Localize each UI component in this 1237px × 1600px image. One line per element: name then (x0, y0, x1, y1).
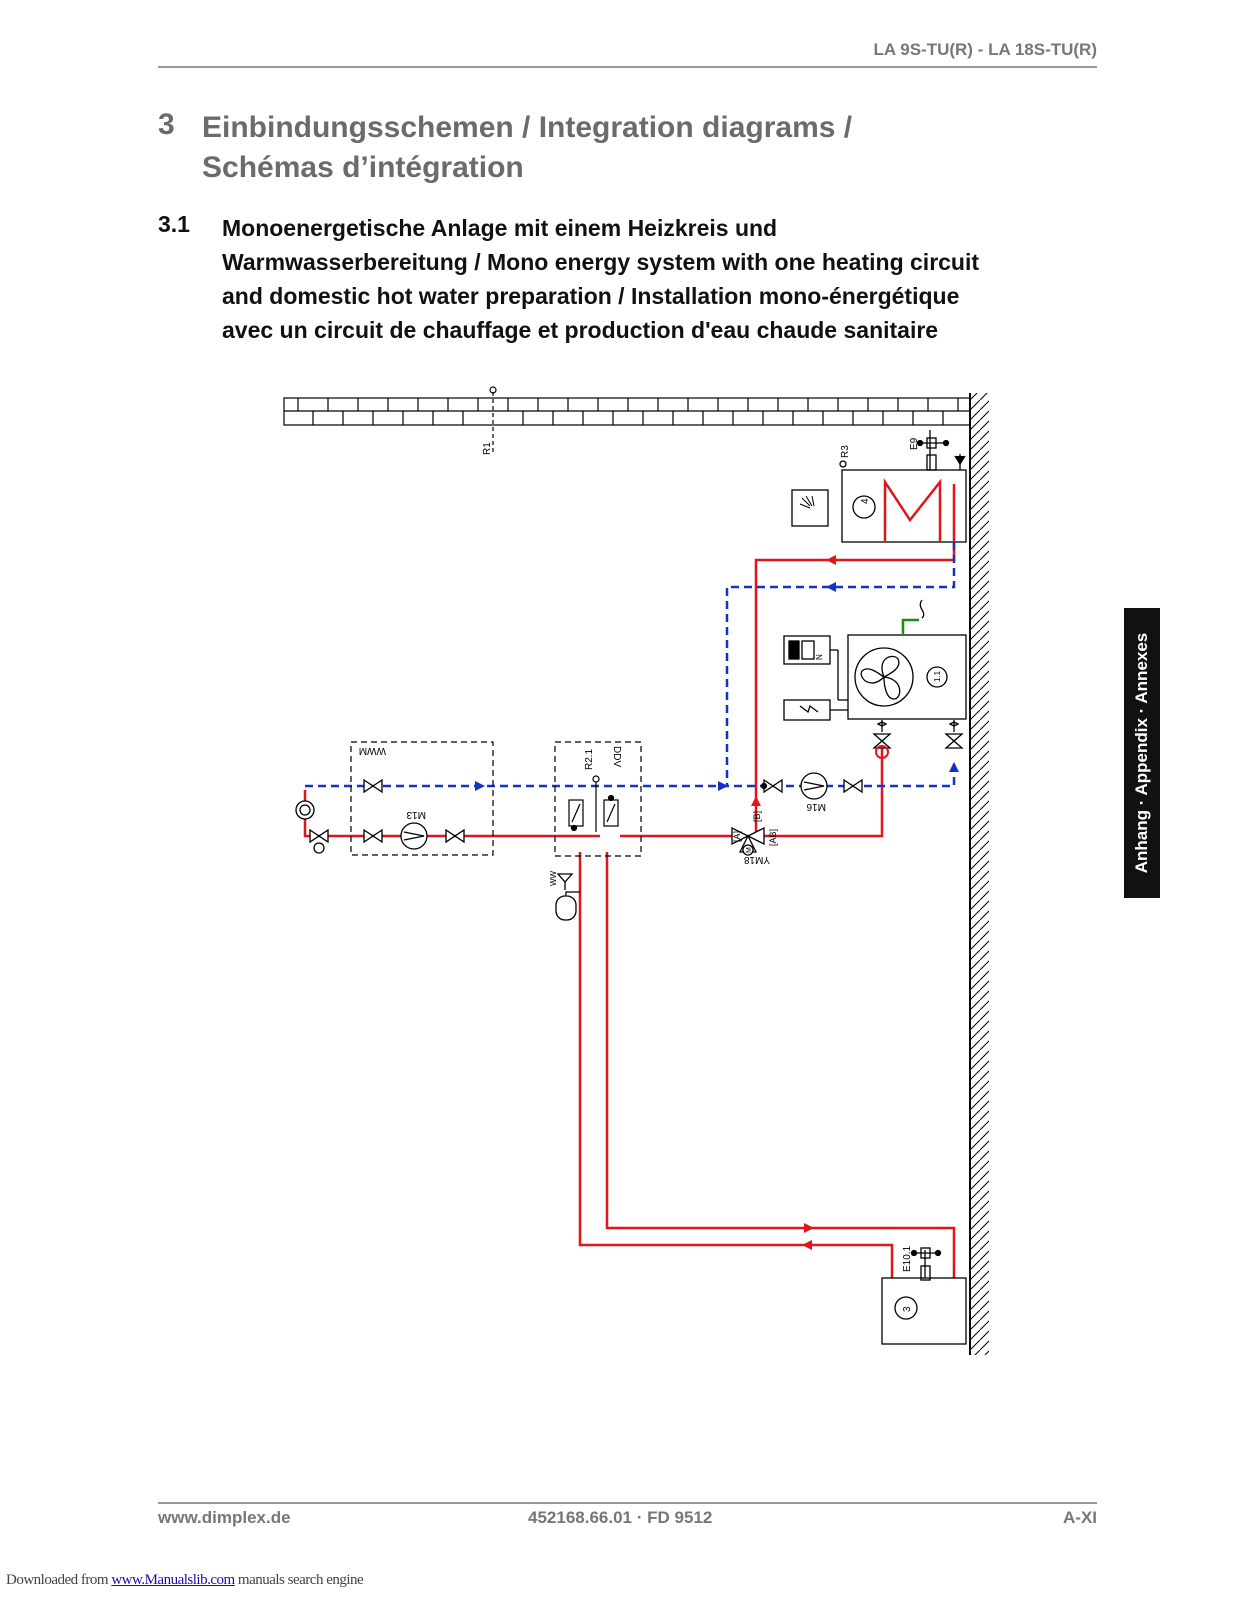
label-r2-1: R2.1 (584, 748, 595, 770)
chapter-title-line: Einbindungsschemen / Integration diagram… (202, 111, 853, 144)
section-title-line: and domestic hot water preparation / Ins… (222, 283, 960, 309)
fittings (295, 733, 964, 856)
pipes (303, 484, 959, 1278)
side-tab[interactable]: Anhang · Appendix · Annexes (1124, 608, 1160, 898)
label-r1: R1 (482, 442, 493, 455)
section-title: Monoenergetische Anlage mit einem Heizkr… (222, 211, 1122, 347)
wwm-box (350, 741, 494, 856)
footer-rule (158, 1502, 1097, 1504)
label-m13: M13 (406, 809, 426, 820)
footer-page-number: A-XI (1063, 1508, 1097, 1527)
wall (969, 393, 989, 1355)
label-ww: WW (549, 870, 558, 886)
label-tank-buffer: 3 (902, 1306, 913, 1312)
footer-url[interactable]: www.dimplex.de (158, 1508, 291, 1527)
header-rule (158, 66, 1097, 68)
label-port-b: [B] (752, 811, 762, 822)
heat-pump (783, 599, 967, 732)
label-wwm: WWM (359, 745, 386, 756)
label-m16: M16 (806, 801, 826, 812)
section-title-line: Monoenergetische Anlage mit einem Heizkr… (222, 215, 778, 241)
ddv-box (554, 741, 642, 857)
header-model: LA 9S-TU(R) - LA 18S-TU(R) (873, 40, 1098, 59)
label-port-a: [A] (732, 831, 742, 842)
expansion-vessel (555, 873, 580, 921)
download-prefix: Downloaded from (6, 1572, 112, 1588)
label-valve-m: M (746, 847, 753, 853)
label-port-ab: [AB] (768, 829, 778, 846)
label-heat-pump: 1.1 (933, 670, 942, 682)
manualslib-link[interactable]: www.Manualslib.com (111, 1572, 235, 1588)
label-r3: R3 (840, 445, 851, 458)
chapter-title-line: Schémas d’intégration (202, 151, 524, 184)
underfloor-heating (283, 386, 971, 452)
label-ym18: YM18 (743, 854, 770, 865)
label-e10-1: E10.1 (902, 1245, 913, 1272)
chapter-title: Einbindungsschemen / Integration diagram… (202, 108, 1022, 188)
label-tank-dhw: 4 (860, 498, 871, 504)
section-number: 3.1 (158, 211, 190, 237)
download-notice: Downloaded from www.Manualslib.com manua… (6, 1572, 364, 1589)
download-suffix: manuals search engine (234, 1572, 364, 1588)
label-ddv: DDV (611, 746, 622, 767)
section-title-line: Warmwasserbereitung / Mono energy system… (222, 249, 980, 275)
label-e9: E9 (909, 437, 920, 450)
section-title-line: avec un circuit de chauffage et producti… (222, 317, 939, 343)
label-controller-n: N (815, 654, 824, 660)
buffer-tank (881, 1247, 967, 1345)
chapter-number: 3 (158, 108, 175, 141)
dhw-tank (791, 430, 967, 543)
footer-doc-number: 452168.66.01 · FD 9512 (528, 1508, 713, 1527)
